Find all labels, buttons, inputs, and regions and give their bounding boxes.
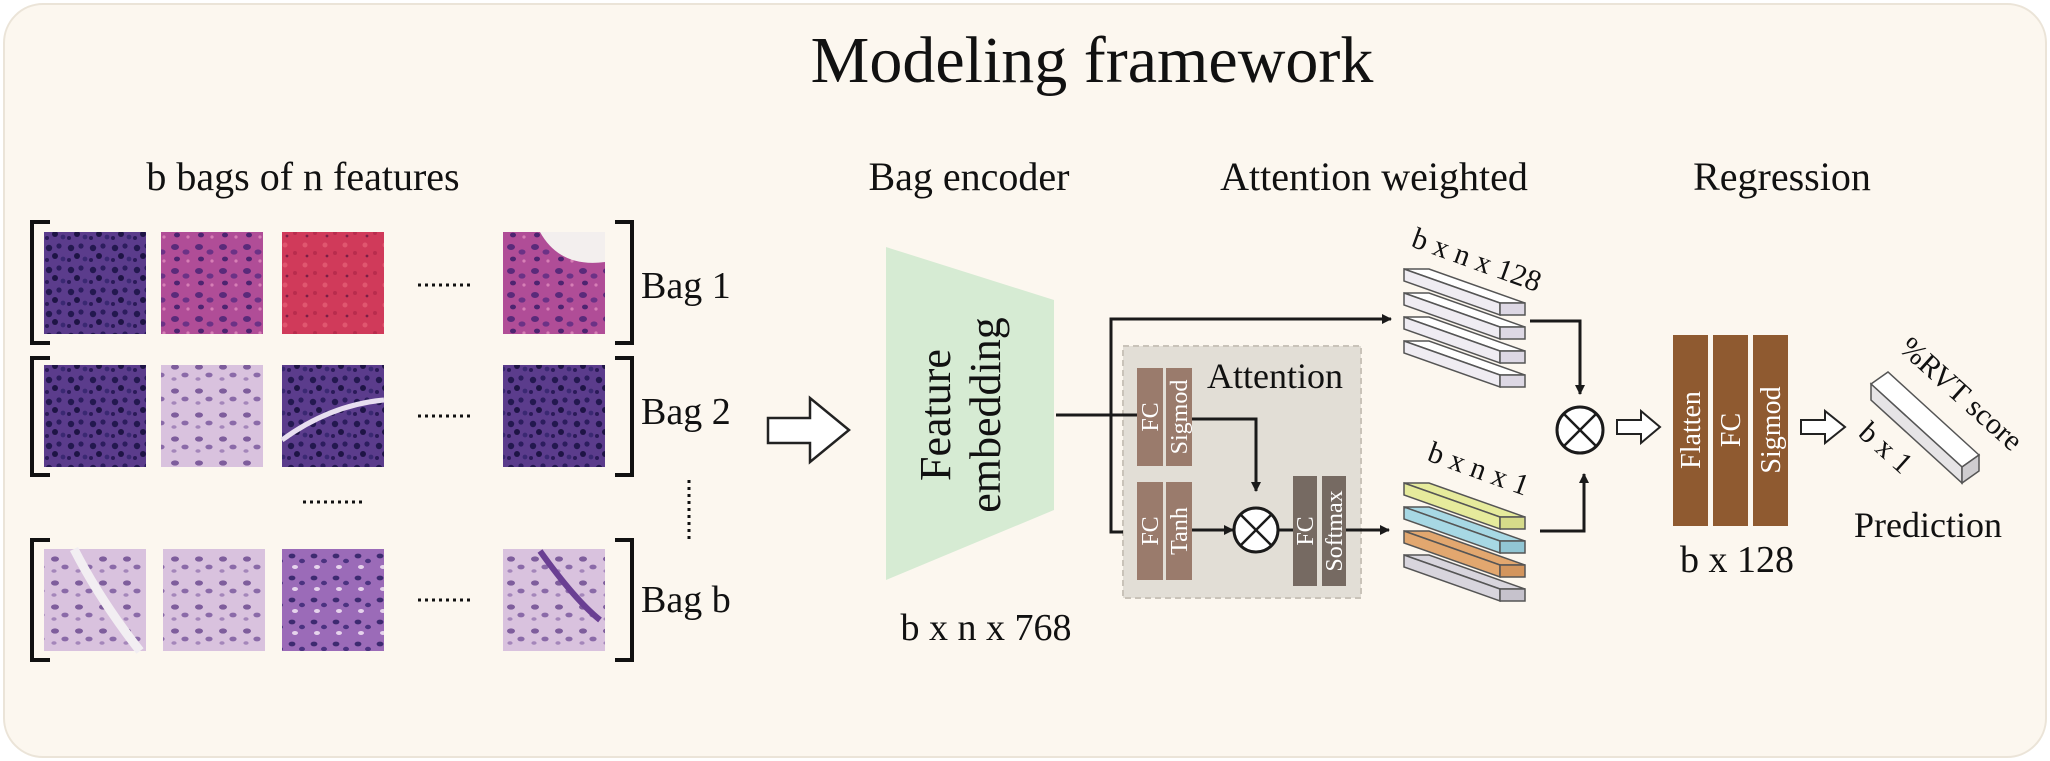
flatten-label: Flatten: [1676, 391, 1707, 469]
prediction-bar: [1869, 371, 1981, 485]
aggregation-multiply-node: [1555, 405, 1605, 455]
flow-arrow-small: [1616, 408, 1662, 446]
regression-dim: b x 128: [1680, 539, 1794, 581]
tissue-patch: [282, 365, 384, 467]
bag-1-left-bracket: [30, 220, 50, 345]
branch-tanh-layer: [1166, 482, 1192, 580]
tissue-fiber: [280, 397, 385, 443]
bag-b-right-bracket: [615, 538, 634, 662]
weight-slab-stack: [1403, 481, 1526, 603]
regression-sigmod-label: Sigmod: [1756, 386, 1787, 473]
multiply-node: [1232, 506, 1280, 554]
bag-2-label: Bag 2: [641, 391, 731, 433]
bag-row-2: Bag 2: [30, 356, 731, 477]
branch-tanh-label: Tanh: [1167, 507, 1193, 555]
regression-fc-layer: [1713, 335, 1748, 526]
bag-2-right-bracket: [615, 356, 634, 477]
connector-line: [1056, 314, 1392, 417]
bag-b-label: Bag b: [641, 579, 731, 621]
connector-line: [1109, 415, 1123, 534]
encoder-heading: Bag encoder: [868, 154, 1069, 199]
attention-box-title: Attention: [1207, 356, 1343, 396]
regression-sigmod-layer: [1753, 335, 1788, 526]
bag-1-right-bracket: [615, 220, 634, 345]
tissue-patch: [161, 232, 263, 334]
regression-fc-label: FC: [1716, 413, 1747, 447]
feature-embedding-line2: embedding: [961, 317, 1010, 513]
tissue-patch: [282, 232, 384, 334]
out-softmax-layer: [1322, 476, 1346, 586]
out-fc-label: FC: [1293, 516, 1319, 545]
feature-embedding-block: [886, 247, 1054, 580]
tissue-patch: [282, 549, 384, 651]
branch-fc-label: FC: [1138, 516, 1164, 545]
figure-title: Modeling framework: [811, 24, 1374, 97]
flow-arrow-small: [1800, 408, 1847, 446]
feature-slab-stack: [1403, 267, 1526, 389]
tissue-patch: [44, 365, 146, 467]
regression-heading: Regression: [1693, 154, 1871, 199]
tissue-patch: [503, 549, 605, 651]
prediction-label: Prediction: [1854, 505, 2002, 545]
branch-fc-layer: [1137, 482, 1163, 580]
bag-b-left-bracket: [30, 538, 50, 662]
bag-1-label: Bag 1: [641, 265, 731, 307]
gate-sigmod-layer: [1166, 368, 1192, 466]
out-softmax-label: Softmax: [1322, 490, 1348, 571]
gate-fc-layer: [1137, 368, 1163, 466]
feature-embedding-line1: Feature: [911, 349, 960, 481]
flatten-layer: [1673, 335, 1708, 526]
tissue-lumen: [540, 232, 605, 263]
out-fc-layer: [1293, 476, 1317, 586]
flow-arrow: [766, 395, 851, 465]
bag-row-b: Bag b: [30, 538, 731, 662]
bag-2-left-bracket: [30, 356, 50, 477]
tissue-patch: [503, 365, 605, 467]
tissue-fiber: [537, 549, 602, 623]
connector-line: [1540, 473, 1589, 533]
tissue-patch: [44, 232, 146, 334]
encoder-dim: b x n x 768: [901, 607, 1072, 649]
tissue-patch: [163, 549, 265, 651]
connector-line: [1530, 319, 1585, 395]
tissue-patch: [161, 365, 263, 467]
bag-row-1: Bag 1: [30, 220, 731, 345]
attention-heading: Attention weighted: [1220, 154, 1528, 199]
gate-fc-label: FC: [1138, 402, 1164, 431]
gate-sigmod-label: Sigmod: [1167, 380, 1193, 455]
connector-line: [1189, 417, 1261, 492]
tissue-fiber: [69, 546, 144, 654]
input-heading: b bags of n features: [146, 154, 459, 199]
